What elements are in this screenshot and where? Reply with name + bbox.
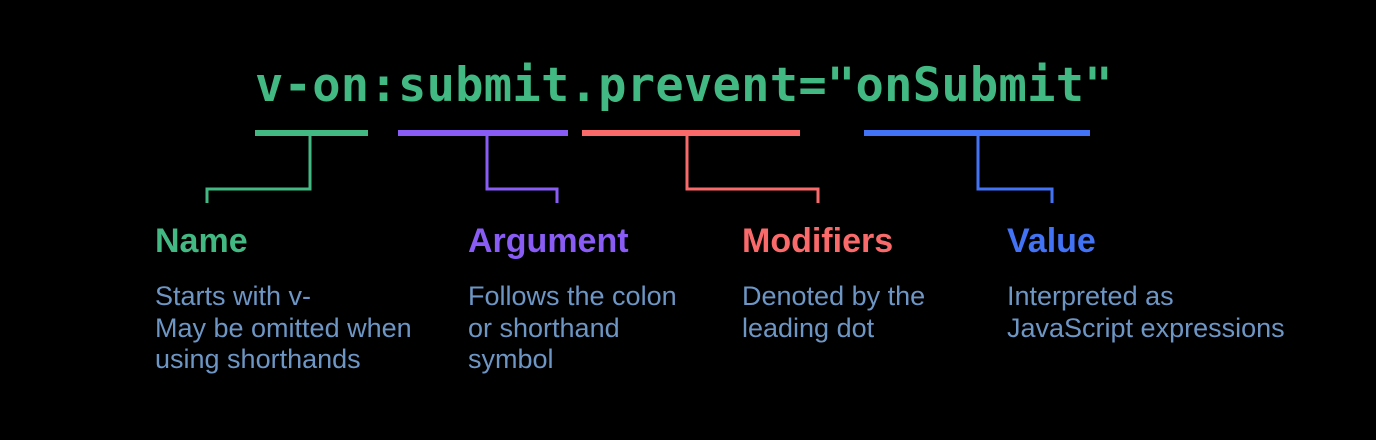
connector-value — [976, 135, 1054, 203]
connector-name — [205, 135, 312, 203]
connector-argument — [485, 135, 559, 203]
group-value-description: Interpreted as JavaScript expressions — [1007, 281, 1285, 343]
underline-modifiers — [582, 130, 800, 136]
underline-name — [255, 130, 368, 136]
group-argument-description: Follows the colon or shorthand symbol — [468, 281, 677, 374]
group-modifiers-label: Modifiers — [742, 222, 894, 260]
group-argument: Argument Follows the colon or shorthand … — [468, 222, 718, 376]
group-name-label: Name — [155, 222, 248, 260]
underline-value — [864, 130, 1090, 136]
code-snippet: v-on:submit.prevent="onSubmit" — [255, 58, 1113, 113]
group-value-label: Value — [1007, 222, 1096, 260]
group-modifiers-description: Denoted by the leading dot — [742, 281, 926, 343]
group-name: Name Starts with v- May be omitted when … — [155, 222, 455, 376]
group-modifiers: Modifiers Denoted by the leading dot — [742, 222, 992, 344]
connector-modifiers — [685, 135, 820, 203]
group-value: Value Interpreted as JavaScript expressi… — [1007, 222, 1327, 344]
underline-argument — [398, 130, 568, 136]
group-argument-label: Argument — [468, 222, 629, 260]
group-name-description: Starts with v- May be omitted when using… — [155, 281, 412, 374]
